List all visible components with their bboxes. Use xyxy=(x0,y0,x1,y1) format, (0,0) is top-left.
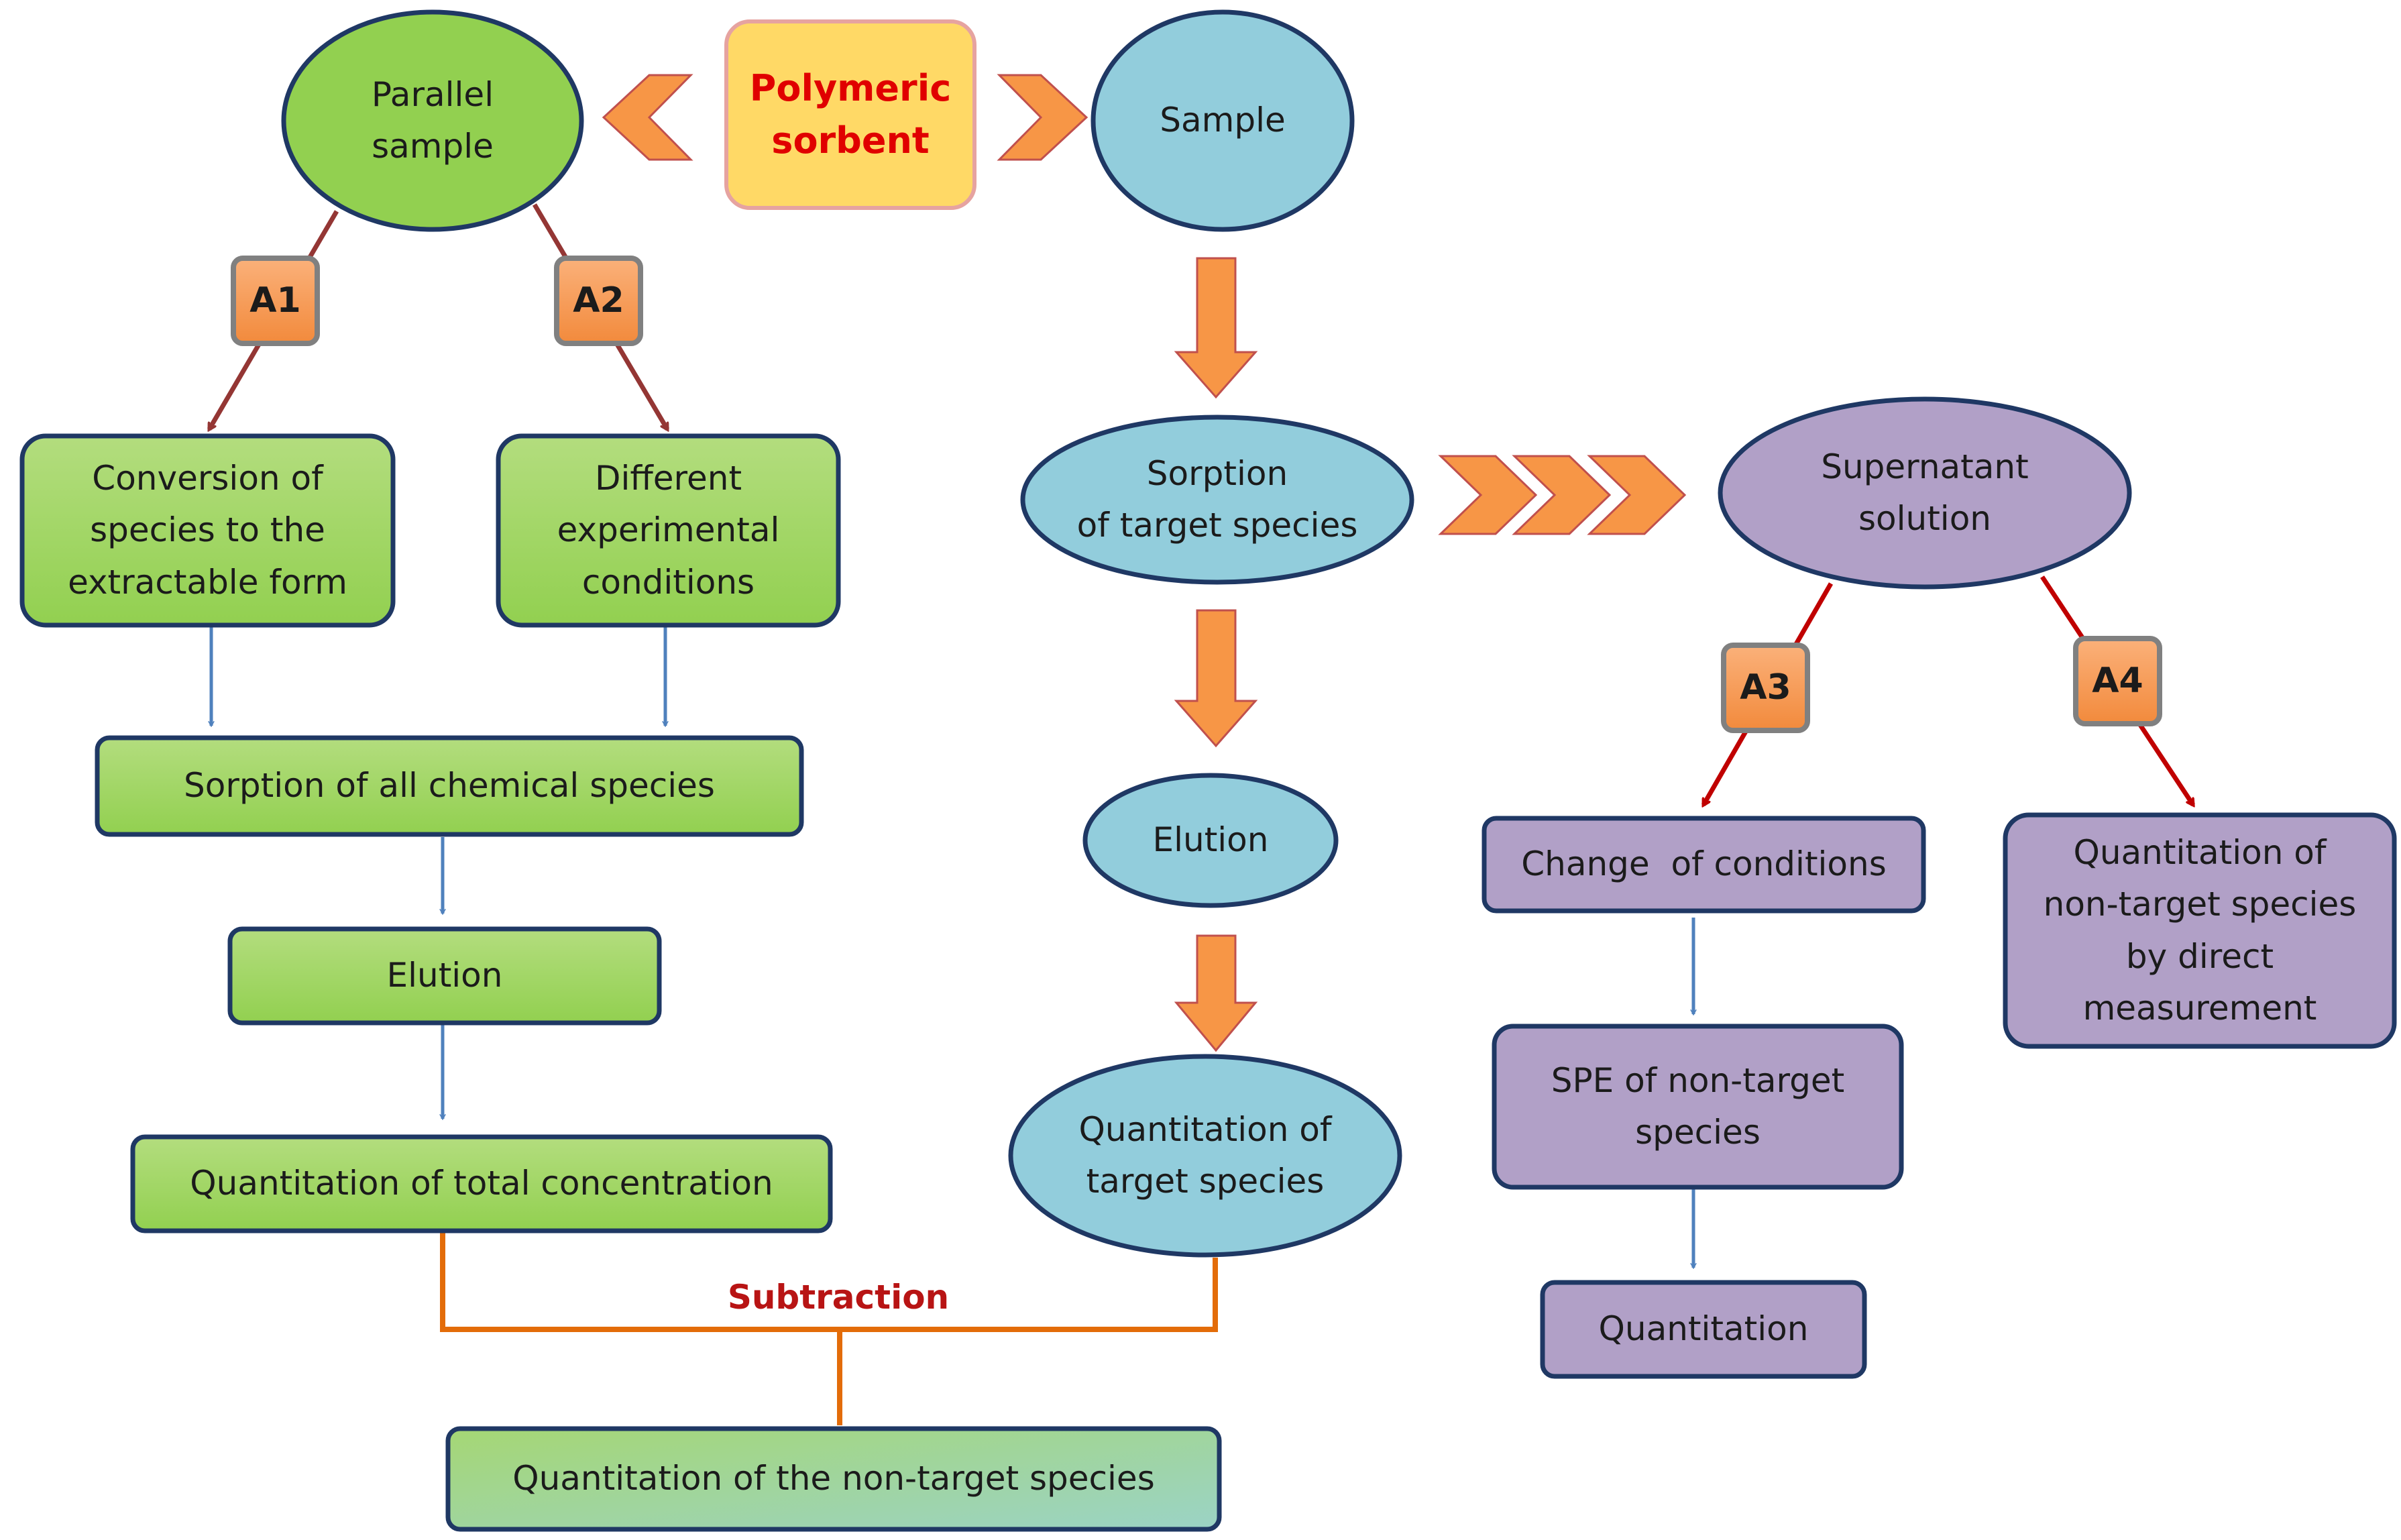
elution-mid-node xyxy=(1082,773,1339,908)
a2-tag xyxy=(554,256,643,346)
blue-connector-arrows xyxy=(211,627,1693,1268)
subtraction-connector xyxy=(440,1231,1218,1425)
supernatant-node xyxy=(1718,396,2132,590)
quant-direct-node xyxy=(2003,812,2397,1049)
quant-total-node xyxy=(130,1134,833,1233)
down-arrow-2-icon xyxy=(1174,609,1258,748)
chevron-right-icon xyxy=(997,74,1088,161)
parallel-sample-node xyxy=(281,9,584,232)
quant-nontarget-node xyxy=(445,1426,1222,1532)
change-conditions-node xyxy=(1482,816,1926,914)
quant-target-node xyxy=(1008,1054,1402,1258)
polymeric-sorbent-node xyxy=(724,19,976,210)
a4-tag xyxy=(2073,636,2162,726)
quantitation-node xyxy=(1540,1280,1867,1379)
chevron-left-icon xyxy=(602,74,693,161)
spe-nontarget-node xyxy=(1492,1024,1904,1190)
a1-tag xyxy=(231,256,320,346)
down-arrow-3-icon xyxy=(1174,934,1258,1052)
block-down-arrows xyxy=(1174,257,1258,1052)
conversion-node xyxy=(19,433,396,628)
triple-chevron-icon xyxy=(1438,455,1687,535)
elution-left-node xyxy=(227,926,662,1026)
sorption-all-node xyxy=(95,735,804,837)
different-conditions-node xyxy=(496,433,841,628)
sorption-target-node xyxy=(1020,415,1414,585)
sample-node xyxy=(1091,9,1355,232)
down-arrow-1-icon xyxy=(1174,257,1258,399)
a3-tag xyxy=(1721,643,1810,733)
